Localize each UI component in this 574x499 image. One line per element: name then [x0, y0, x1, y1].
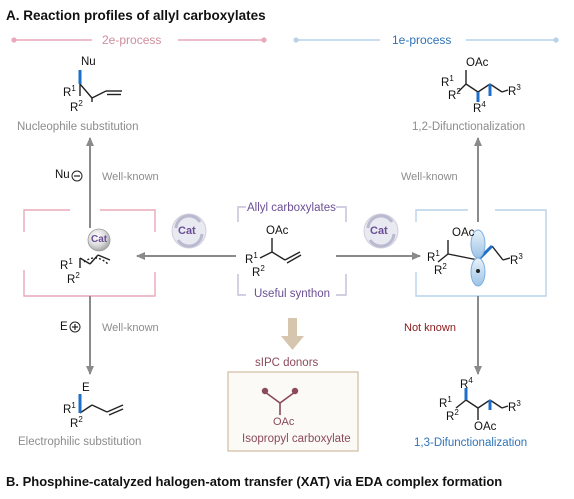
- structure-nucleophile-product: [78, 70, 122, 102]
- label-r2-radical: R2: [434, 262, 447, 277]
- label-r2-bottomleft: R2: [70, 415, 83, 430]
- label-oac-radical: OAc: [452, 227, 475, 239]
- label-oac-topright: OAc: [466, 57, 489, 69]
- label-r1-bottomright: R1: [439, 395, 452, 410]
- sipc-down-arrow: [281, 318, 304, 350]
- label-r2-topright: R2: [448, 87, 461, 102]
- label-oac-sipc: OAc: [273, 416, 295, 428]
- sipc-box-title: sIPC donors: [255, 357, 319, 369]
- label-r1-bottomleft: R1: [63, 401, 76, 416]
- structure-allyl-cat-complex: [79, 254, 111, 268]
- structure-13-difunctionalization: [455, 388, 509, 420]
- cat-label-right: Cat: [370, 225, 388, 237]
- label-r1-left-complex: R1: [60, 257, 73, 272]
- cat-label-sphere: Cat: [91, 234, 108, 245]
- right-process-label: 1e-process: [392, 33, 452, 47]
- right-blue-bracket-box: [415, 209, 547, 297]
- right-bottom-arrow-label: Not known: [404, 322, 456, 334]
- label-r2-center: R2: [252, 264, 265, 279]
- label-oac-bottomright: OAc: [474, 421, 497, 433]
- left-process-label: 2e-process: [102, 33, 162, 47]
- label-r4-bottomright: R4: [460, 376, 473, 391]
- label-r4-topright: R4: [473, 100, 486, 115]
- e-plus-charge-icon: [69, 321, 81, 333]
- radical-orbital-lobe: [470, 229, 486, 287]
- section-b-title: B. Phosphine-catalyzed halogen-atom tran…: [6, 474, 503, 489]
- label-r2-left-complex: R2: [67, 271, 80, 286]
- label-r2-topleft: R2: [70, 99, 83, 114]
- label-e-product: E: [82, 382, 90, 394]
- nu-minus-charge-icon: [71, 170, 83, 182]
- reagent-nu: Nu: [55, 169, 70, 181]
- structure-12-difunctionalization: [457, 70, 509, 102]
- caption-13-difunctionalization: 1,3-Difunctionalization: [414, 437, 528, 449]
- reagent-e: E: [60, 321, 68, 333]
- left-bottom-arrow-label: Well-known: [102, 322, 159, 334]
- label-r1-radical: R1: [427, 249, 440, 264]
- label-r1-center: R1: [245, 251, 258, 266]
- center-bottom-label: Useful synthon: [254, 288, 331, 300]
- label-oac-center: OAc: [266, 225, 289, 237]
- caption-nucleophile-substitution: Nucleophile substitution: [17, 121, 139, 133]
- section-a-title: A. Reaction profiles of allyl carboxylat…: [6, 8, 266, 23]
- sipc-donor-box: [227, 371, 359, 452]
- structure-allyl-carboxylate: [259, 238, 302, 264]
- left-top-arrow-label: Well-known: [102, 171, 159, 183]
- cat-sphere: [87, 228, 111, 252]
- label-r2-bottomright: R2: [446, 408, 459, 423]
- center-top-label: Allyl carboxylates: [247, 202, 336, 214]
- right-top-arrow-label: Well-known: [401, 171, 458, 183]
- structure-isopropyl-carboxylate: [261, 387, 299, 415]
- cat-cycle-icon-left: [171, 213, 207, 249]
- sipc-box-caption: Isopropyl carboxylate: [242, 433, 351, 445]
- label-r1-topright: R1: [441, 74, 454, 89]
- left-process-header-line: [11, 37, 267, 43]
- center-lavender-bracket-box: [237, 206, 347, 296]
- structure-electrophile-product: [78, 394, 124, 416]
- caption-electrophilic-substitution: Electrophilic substitution: [18, 436, 142, 448]
- label-r1-topleft: R1: [63, 84, 76, 99]
- cat-label-left: Cat: [178, 225, 196, 237]
- caption-12-difunctionalization: 1,2-Difunctionalization: [412, 121, 526, 133]
- label-nu: Nu: [81, 56, 96, 68]
- cat-cycle-icon-right: [363, 213, 399, 249]
- right-process-header-line: [293, 37, 559, 43]
- label-r3-topright: R3: [508, 83, 521, 98]
- label-r3-bottomright: R3: [508, 399, 521, 414]
- label-r3-radical: R3: [510, 252, 523, 267]
